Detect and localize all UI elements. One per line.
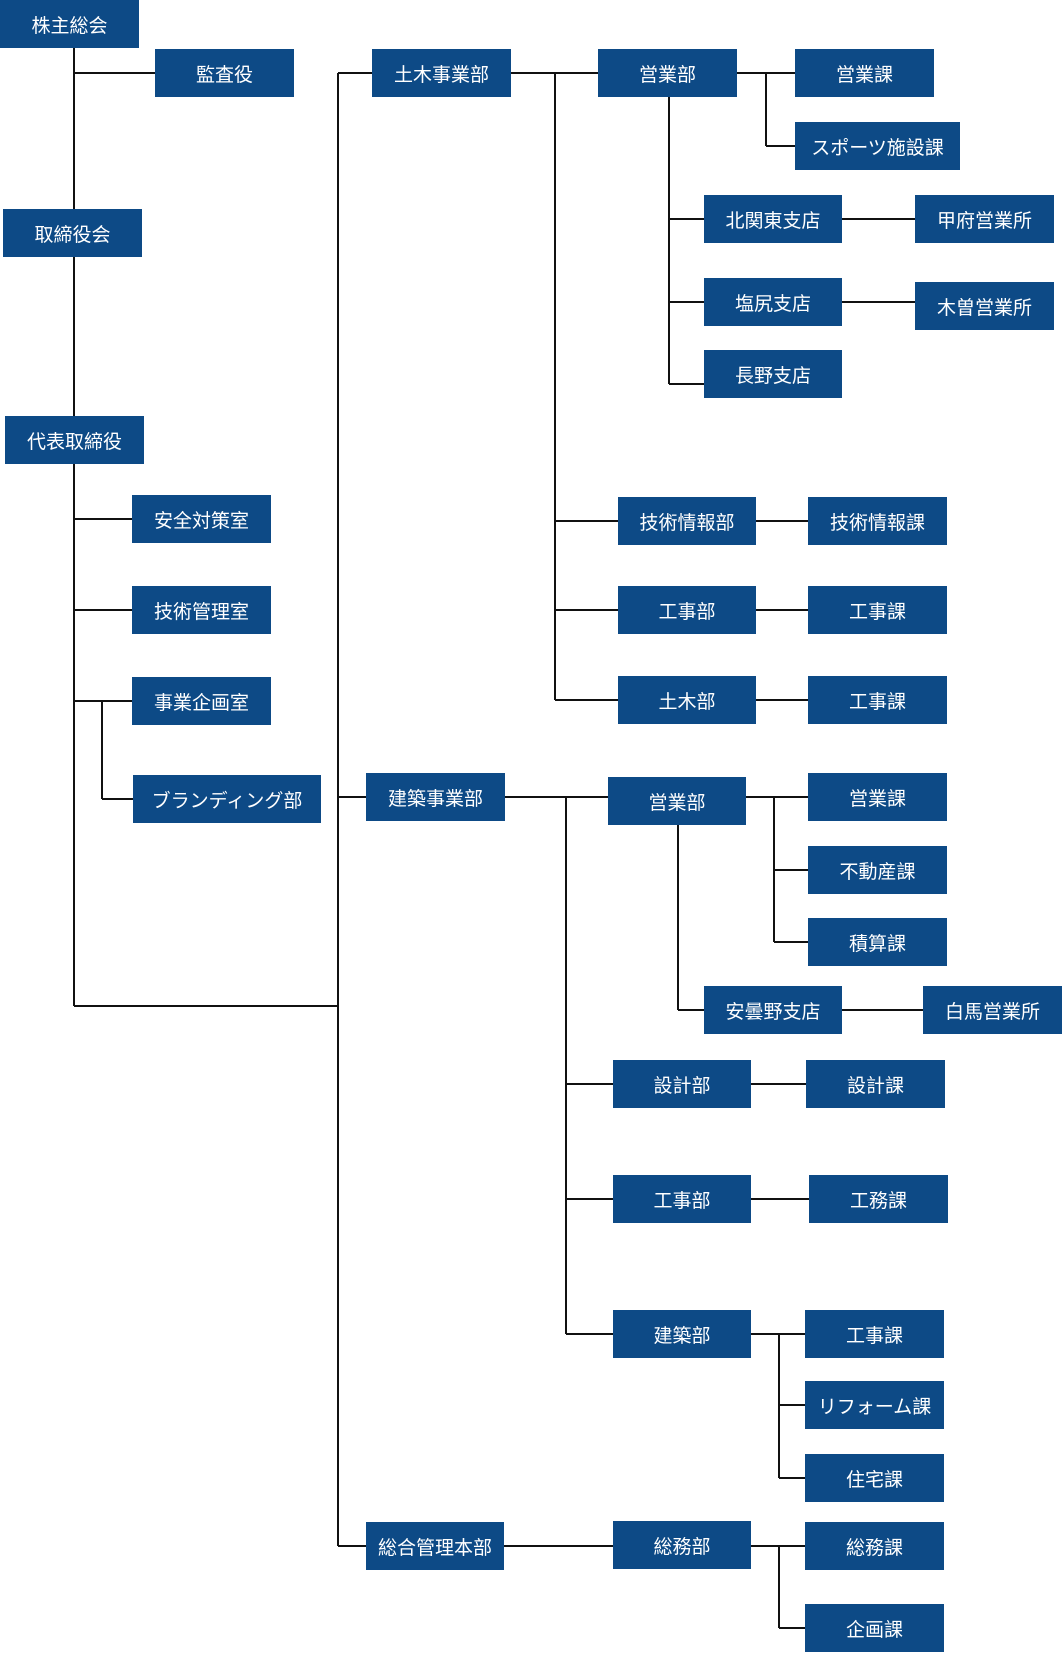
node-civil-construction-dept: 工事部: [618, 586, 756, 634]
node-civil-dept: 土木部: [618, 676, 756, 724]
node-building-division: 建築事業部: [366, 773, 505, 821]
node-shiojiri-branch: 塩尻支店: [704, 278, 842, 326]
node-planning-section: 企画課: [805, 1604, 944, 1652]
node-safety-office: 安全対策室: [132, 495, 271, 543]
node-design-section: 設計課: [806, 1060, 945, 1108]
node-kita-kanto-branch: 北関東支店: [704, 195, 842, 243]
node-tech-info-section: 技術情報課: [808, 497, 947, 545]
node-building-dept: 建築部: [613, 1310, 751, 1358]
node-board-of-directors: 取締役会: [3, 209, 142, 257]
node-nagano-branch: 長野支店: [704, 350, 842, 398]
node-building-sales-dept: 営業部: [608, 777, 746, 825]
node-kiso-office: 木曽営業所: [915, 282, 1054, 330]
node-general-affairs-dept: 総務部: [613, 1521, 751, 1569]
node-civil-division: 土木事業部: [372, 49, 511, 97]
node-estimation-section: 積算課: [808, 918, 947, 966]
node-azumino-branch: 安曇野支店: [704, 986, 842, 1034]
node-building-construction-section: 工事課: [805, 1310, 944, 1358]
node-real-estate-section: 不動産課: [808, 846, 947, 894]
node-works-section: 工務課: [809, 1175, 948, 1223]
node-tech-info-dept: 技術情報部: [618, 497, 756, 545]
node-general-affairs-section: 総務課: [805, 1522, 944, 1570]
node-housing-section: 住宅課: [805, 1454, 944, 1502]
node-building-sales-section: 営業課: [808, 773, 947, 821]
node-design-dept: 設計部: [613, 1060, 751, 1108]
node-tech-management-office: 技術管理室: [132, 586, 271, 634]
node-auditor: 監査役: [155, 49, 294, 97]
node-kofu-office: 甲府営業所: [915, 195, 1054, 243]
node-shareholders-meeting: 株主総会: [0, 0, 139, 48]
node-building-construction-dept: 工事部: [613, 1175, 751, 1223]
node-sports-facility-section: スポーツ施設課: [795, 122, 960, 170]
node-civil-dept-construction-section: 工事課: [808, 676, 947, 724]
node-civil-sales-section: 営業課: [795, 49, 934, 97]
node-business-planning-office: 事業企画室: [132, 677, 271, 725]
node-civil-sales-dept: 営業部: [598, 49, 737, 97]
node-reform-section: リフォーム課: [805, 1381, 944, 1429]
node-civil-construction-section: 工事課: [808, 586, 947, 634]
node-branding-dept: ブランディング部: [133, 775, 321, 823]
node-general-management: 総合管理本部: [366, 1522, 504, 1570]
node-hakuba-office: 白馬営業所: [923, 986, 1062, 1034]
node-representative-director: 代表取締役: [5, 416, 144, 464]
